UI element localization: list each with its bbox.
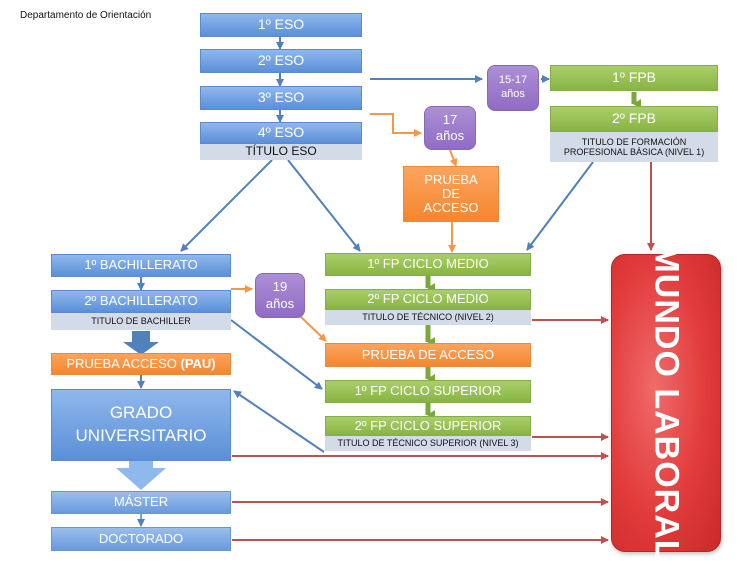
fp-superior-1-box: 1º FP CICLO SUPERIOR xyxy=(325,380,531,403)
doctorado-box: DOCTORADO xyxy=(51,527,231,551)
prueba-acceso-superior-box: PRUEBA DE ACCESO xyxy=(325,343,531,367)
age-19-badge: 19 años xyxy=(255,273,305,318)
arrow-grado-to-master xyxy=(116,461,166,490)
titulo-fpb-bar: TITULO DE FORMACIÓN PROFESIONAL BÁSICA (… xyxy=(550,132,718,162)
department-label: Departamento de Orientación xyxy=(20,10,152,21)
arrow-fpb-to-fpmedio xyxy=(526,161,594,251)
fp-medio-2-box: 2º FP CICLO MEDIO xyxy=(325,289,531,310)
arrow-age19-to-prueba-superior xyxy=(299,315,327,342)
age-15-17-badge: 15-17 años xyxy=(487,65,539,111)
arrow-2bach-to-pau xyxy=(123,331,159,355)
prueba-acceso-medio-box: PRUEBA DE ACCESO xyxy=(403,166,499,222)
fpb-2-box: 2º FPB xyxy=(550,106,718,132)
arrow-eso-to-fpmedio xyxy=(287,159,361,252)
mundo-laboral-box: MUNDO LABORAL xyxy=(611,244,721,562)
arrow-fpsuperior-to-grado xyxy=(233,390,325,453)
arrow-bach-to-fpsuperior xyxy=(230,319,323,390)
master-box: MÁSTER xyxy=(51,491,231,514)
fp-medio-1-box: 1º FP CICLO MEDIO xyxy=(325,253,531,276)
grado-universitario-box: GRADO UNIVERSITARIO xyxy=(51,389,231,461)
titulo-tecnico-superior-bar: TITULO DE TÉCNICO SUPERIOR (NIVEL 3) xyxy=(325,436,531,451)
eso-4-box: 4º ESO xyxy=(200,122,362,144)
fp-superior-2-box: 2º FP CICLO SUPERIOR xyxy=(325,416,531,436)
pau-box: PRUEBA ACCESO (PAU) xyxy=(51,353,231,375)
arrow-age17-to-prueba xyxy=(449,149,458,167)
titulo-bachiller-bar: TITULO DE BACHILLER xyxy=(51,313,231,330)
age-17-badge: 17 años xyxy=(424,106,476,150)
titulo-tecnico-bar: TITULO DE TÉCNICO (NIVEL 2) xyxy=(325,310,531,325)
pau-text: PRUEBA ACCESO xyxy=(66,355,181,371)
mundo-laboral-label: MUNDO LABORAL xyxy=(647,244,686,562)
bachillerato-2-box: 2º BACHILLERATO xyxy=(51,290,231,313)
eso-3-box: 3º ESO xyxy=(200,86,362,110)
fpb-1-box: 1º FPB xyxy=(550,65,718,91)
bachillerato-1-box: 1º BACHILLERATO xyxy=(51,254,231,277)
eso-2-box: 2º ESO xyxy=(200,49,362,73)
eso-1-box: 1º ESO xyxy=(200,13,362,37)
pau-bold: (PAU) xyxy=(180,355,216,371)
titulo-eso-bar: TÍTULO ESO xyxy=(200,144,362,160)
arrow-3eso-to-age17 xyxy=(370,113,422,137)
arrow-eso-to-bachillerato xyxy=(180,159,273,252)
